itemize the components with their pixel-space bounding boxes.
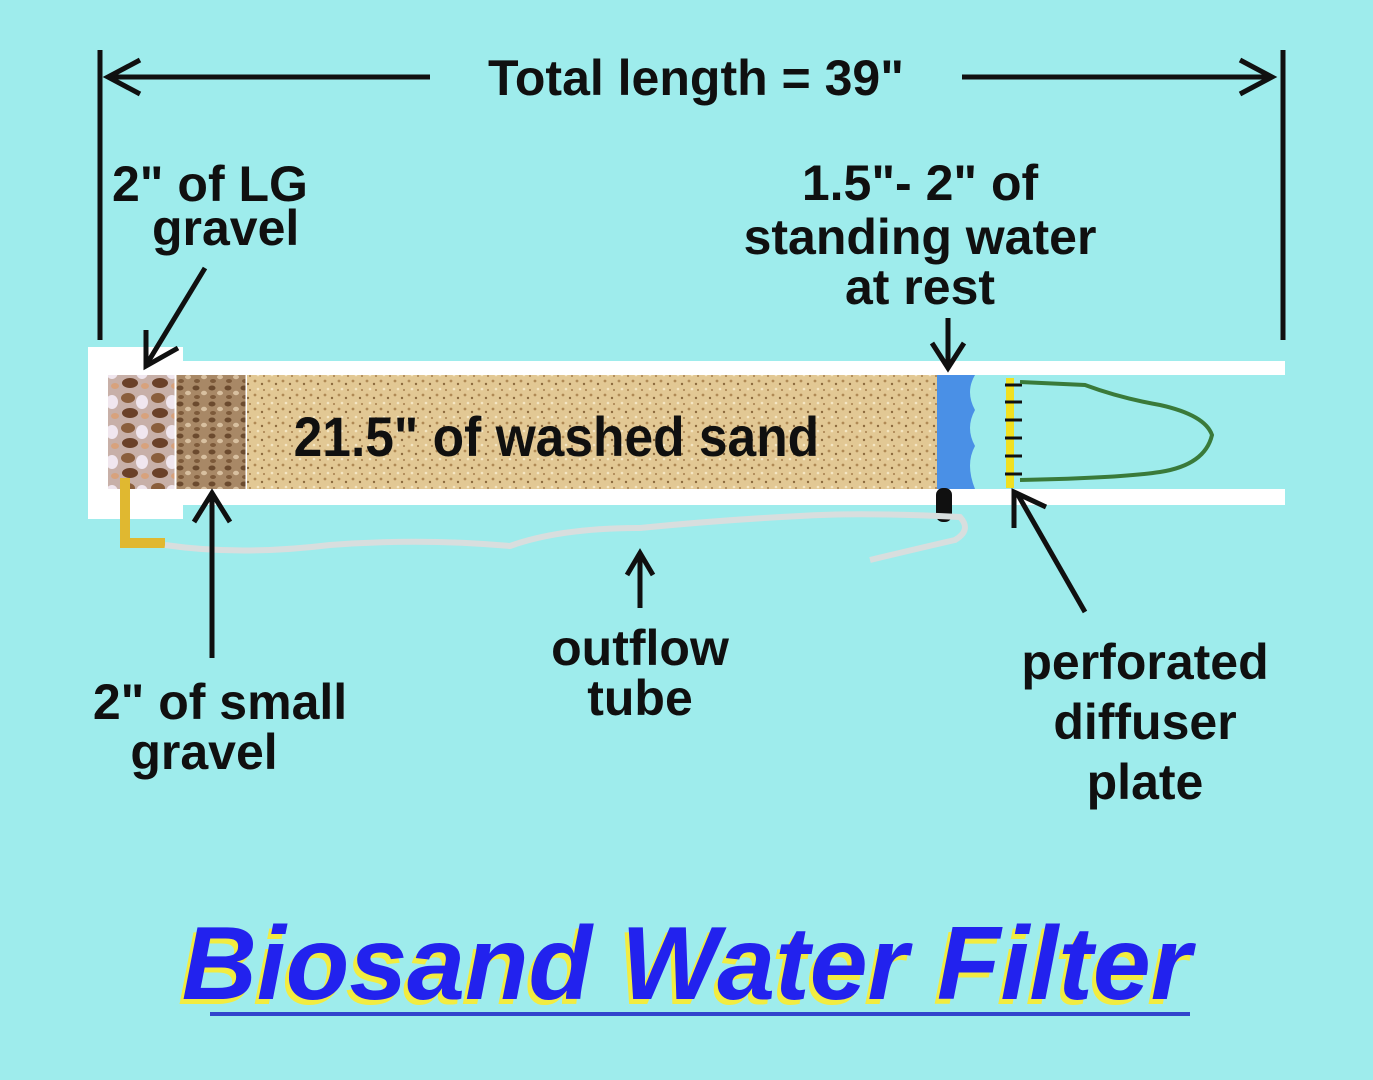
filter-bottom-wall [100, 489, 1285, 505]
small-gravel-label-line-1: 2" of small [60, 676, 380, 728]
title-underline [210, 1012, 1190, 1016]
diffuser-plate-label-line-3: plate [990, 756, 1300, 808]
small-gravel-label-line-2: gravel [44, 726, 364, 778]
diffuser-plate-label-line-2: diffuser [990, 696, 1300, 748]
diagram-title: Biosand Water Filter [0, 905, 1373, 1024]
standing-water-label-line-1: 1.5"- 2" of [700, 157, 1140, 209]
outflow-tube-label-line-1: outflow [520, 622, 760, 674]
arrow-standing-water [932, 318, 964, 368]
large-gravel-label-line-2: gravel [152, 202, 392, 254]
filter-top-wall [100, 361, 1285, 375]
arrow-diffuser-plate [1014, 492, 1085, 612]
large-gravel-layer [108, 375, 175, 489]
standing-water-label-line-3: at rest [700, 261, 1140, 313]
arrow-large-gravel [146, 268, 205, 366]
small-gravel-layer [176, 375, 246, 489]
arrow-small-gravel [194, 493, 230, 658]
standing-water-layer [937, 375, 975, 489]
sand-label: 21.5" of washed sand [262, 407, 851, 467]
outflow-tube-label: outflow tube [520, 622, 760, 724]
outflow-tube-label-line-2: tube [520, 672, 760, 724]
arrow-outflow-tube [627, 553, 653, 608]
diffuser-plate-label: perforated diffuser plate [990, 636, 1300, 808]
diffuser-plate-label-line-1: perforated [990, 636, 1300, 688]
small-gravel-label: 2" of small gravel [60, 676, 380, 778]
standing-water-label-line-2: standing water [700, 211, 1140, 263]
standing-water-label: 1.5"- 2" of standing water at rest [700, 157, 1140, 313]
large-gravel-label: 2" of LG gravel [112, 158, 352, 254]
total-length-label: Total length = 39" [430, 52, 962, 104]
lid-outline [1020, 382, 1212, 480]
